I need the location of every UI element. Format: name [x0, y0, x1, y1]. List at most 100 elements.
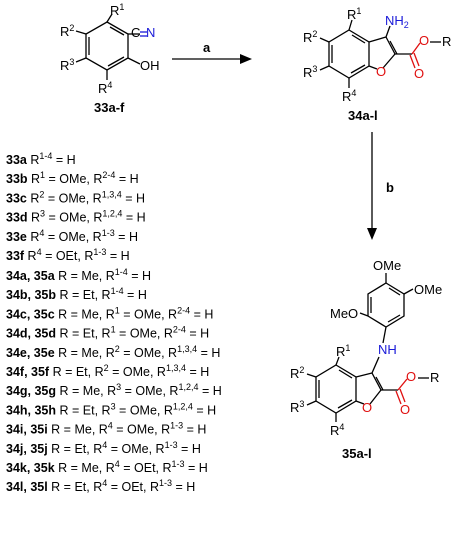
row-text: R = Et, R [56, 403, 111, 417]
row-text: = H [178, 442, 201, 456]
compound-id: 33d [6, 211, 28, 225]
ring-oxygen-label: O [376, 64, 386, 79]
ome-right-label: OMe [414, 282, 442, 297]
row-text: = OMe, R [120, 346, 177, 360]
bond-nh-c3 [371, 356, 380, 374]
carbonyl-oxygen-label: O [414, 66, 424, 81]
superscript: 4 [115, 459, 120, 469]
superscript: 4 [102, 440, 107, 450]
row-text: = OMe, R [116, 327, 173, 341]
r4-label: R4 [342, 88, 356, 104]
bond [385, 36, 396, 55]
row-text: = OMe, R [44, 191, 101, 205]
structure-33: R1 R2 R3 R4 C N OH 33a-f [60, 2, 160, 115]
superscript: 1,2,4 [102, 209, 122, 219]
superscript: 1,3,4 [102, 189, 122, 199]
row-text: R = Et, R [56, 288, 111, 302]
row-text: = OMe, R [45, 211, 102, 225]
bond [368, 65, 378, 70]
superscript: 1-3 [159, 478, 172, 488]
r1-label: R1 [347, 6, 361, 22]
ester-oxygen-label: O [406, 369, 416, 384]
compound-id: 34f, 35f [6, 365, 50, 379]
bond-r3 [75, 57, 87, 63]
bond-nh2 [385, 25, 391, 38]
bond-r3 [319, 65, 330, 71]
ome-top-label: OMe [373, 258, 401, 273]
row-text: R = Me, R [55, 307, 115, 321]
bond-nh-aryl [382, 326, 387, 344]
double-bond [338, 369, 353, 379]
r3-label: R3 [60, 57, 74, 73]
superscript: 2 [115, 344, 120, 354]
superscript: 2 [104, 363, 109, 373]
compound-id: 34k, 35k [6, 461, 55, 475]
substituent-row: 34d, 35d R = Et, R1 = OMe, R2-4 = H [6, 325, 209, 341]
substituent-row: 34e, 35e R = Me, R2 = OMe, R1,3,4 = H [6, 344, 220, 360]
nh-label: NH [378, 342, 397, 357]
ring-34-benzene [328, 29, 370, 79]
superscript: 2-4 [102, 170, 115, 180]
substituent-row: 34b, 35b R = Et, R1-4 = H [6, 286, 147, 302]
reagent-b: b [386, 180, 394, 195]
bond-r1 [106, 13, 113, 23]
compound-id: 34l, 35l [6, 480, 48, 494]
bond-r1 [348, 19, 353, 31]
row-text: = H [52, 153, 75, 167]
substituent-row: 34j, 35j R = Et, R4 = OMe, R1-3 = H [6, 440, 201, 456]
bond-ome-left [359, 312, 369, 317]
compound-id: 33c [6, 191, 27, 205]
row-text: = H [124, 288, 147, 302]
row-text: R [27, 191, 40, 205]
amine-label: NH2 [385, 13, 409, 30]
row-text: = OMe, R [121, 384, 178, 398]
compound-id: 33f [6, 249, 25, 263]
row-text: = H [172, 480, 195, 494]
ring-33 [85, 21, 129, 71]
compound-id: 33a [6, 153, 28, 167]
row-text: = H [115, 172, 138, 186]
ring-oxygen-label: O [362, 400, 372, 415]
arrow-b: b [367, 132, 394, 240]
superscript: 2-4 [173, 325, 186, 335]
row-text: R [27, 230, 40, 244]
row-text: = OMe, R [116, 403, 173, 417]
bond [369, 389, 382, 405]
superscript: 1 [111, 325, 116, 335]
r3-label: R3 [290, 399, 304, 415]
double-bond [109, 26, 125, 36]
ring-35-benzene [315, 364, 357, 414]
compound-id: 34e, 35e [6, 346, 55, 360]
double-bond [387, 314, 401, 323]
r2-label: R2 [290, 365, 304, 381]
ring-trimethoxyphenyl [367, 282, 405, 328]
compound-id: 34d, 35d [6, 327, 56, 341]
arrow-head [240, 54, 252, 64]
superscript: 1-3 [102, 228, 115, 238]
double-bond [337, 399, 353, 409]
row-text: R = Me, R [55, 346, 115, 360]
substituent-row: 33d R3 = OMe, R1,2,4 = H [6, 209, 146, 225]
double-bond-co [399, 388, 406, 403]
superscript: 3 [111, 401, 116, 411]
superscript: 1,2,4 [178, 382, 198, 392]
compound-id: 34j, 35j [6, 442, 48, 456]
row-text: = OMe, R [45, 172, 102, 186]
bond-ester-o [411, 42, 421, 55]
substituent-row: 33f R4 = OEt, R1-3 = H [6, 247, 130, 263]
bond-r2 [306, 373, 317, 378]
superscript: 1-3 [93, 247, 106, 257]
row-text: R = Me, R [55, 461, 115, 475]
structure-34: R1 R2 R3 R4 NH2 O O O R 34a-l [303, 6, 451, 123]
superscript: 1-4 [115, 267, 128, 277]
row-text: = H [128, 269, 151, 283]
arrow-head [367, 228, 377, 240]
superscript: 4 [39, 228, 44, 238]
substituent-row: 34l, 35l R = Et, R4 = OEt, R1-3 = H [6, 478, 195, 494]
row-text: = OMe, R [109, 365, 166, 379]
row-text: = OEt, R [120, 461, 172, 475]
row-text: = OMe, R [113, 423, 170, 437]
substituent-row: 34i, 35i R = Me, R4 = OMe, R1-3 = H [6, 421, 206, 437]
compound-id: 34i, 35i [6, 423, 48, 437]
